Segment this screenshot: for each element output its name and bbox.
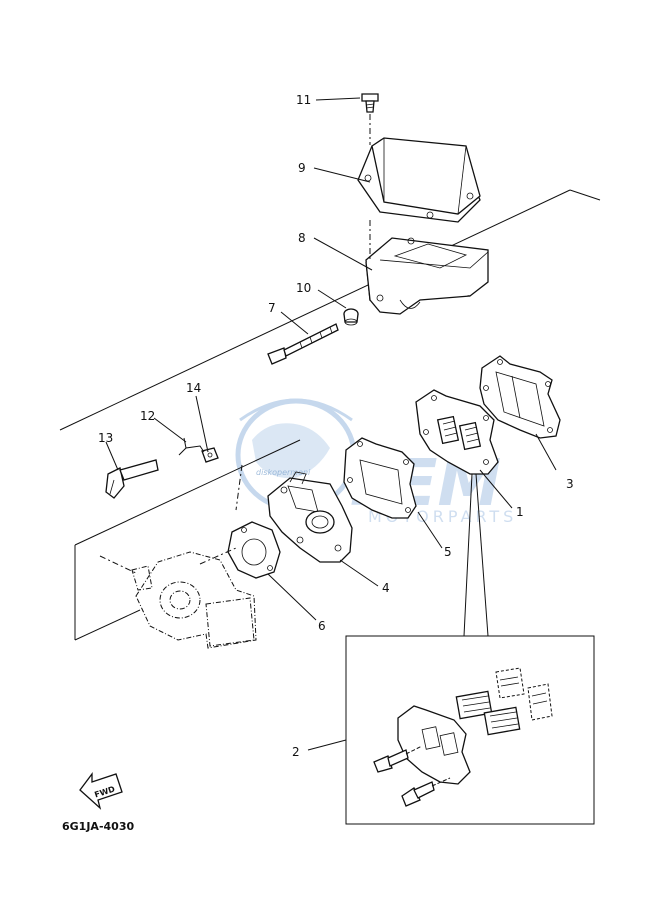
leader-lines bbox=[105, 97, 557, 751]
carburetor-reference bbox=[99, 547, 257, 649]
callout-5: 5 bbox=[444, 545, 452, 559]
callout-3: 3 bbox=[566, 477, 574, 491]
perspective-frame bbox=[59, 189, 601, 641]
callout-12: 12 bbox=[140, 409, 155, 423]
callout-11: 11 bbox=[296, 93, 311, 107]
intake-body-part-4 bbox=[267, 471, 353, 563]
gasket-part-5 bbox=[343, 437, 417, 519]
callout-6: 6 bbox=[318, 619, 326, 633]
grommet-part-10 bbox=[343, 308, 359, 326]
callout-labels: 11 9 8 10 7 14 12 13 3 1 5 4 6 2 bbox=[98, 93, 574, 759]
clip-part-14 bbox=[201, 447, 219, 463]
gasket-part-6 bbox=[227, 521, 281, 579]
callout-10: 10 bbox=[296, 281, 311, 295]
diagram-code: 6G1JA-4030 bbox=[62, 820, 134, 833]
watermark-small-text: diskopermoni bbox=[256, 468, 311, 477]
detail-box-part-2 bbox=[345, 635, 595, 825]
housing-part-8 bbox=[365, 220, 489, 315]
bolt-part-7 bbox=[267, 323, 339, 365]
callout-13: 13 bbox=[98, 431, 113, 445]
link-part-12 bbox=[178, 437, 205, 456]
forward-arrow-icon: FWD bbox=[79, 772, 123, 810]
callout-4: 4 bbox=[382, 581, 390, 595]
callout-2: 2 bbox=[292, 745, 300, 759]
callout-8: 8 bbox=[298, 231, 306, 245]
reed-valve-part-1 bbox=[415, 389, 499, 475]
callout-1: 1 bbox=[516, 505, 524, 519]
callout-14: 14 bbox=[186, 381, 201, 395]
gasket-part-3 bbox=[479, 355, 561, 439]
callout-7: 7 bbox=[268, 301, 276, 315]
screw-part-11 bbox=[361, 93, 379, 145]
lever-part-13 bbox=[105, 459, 159, 499]
cover-part-9 bbox=[357, 137, 481, 223]
callout-9: 9 bbox=[298, 161, 306, 175]
